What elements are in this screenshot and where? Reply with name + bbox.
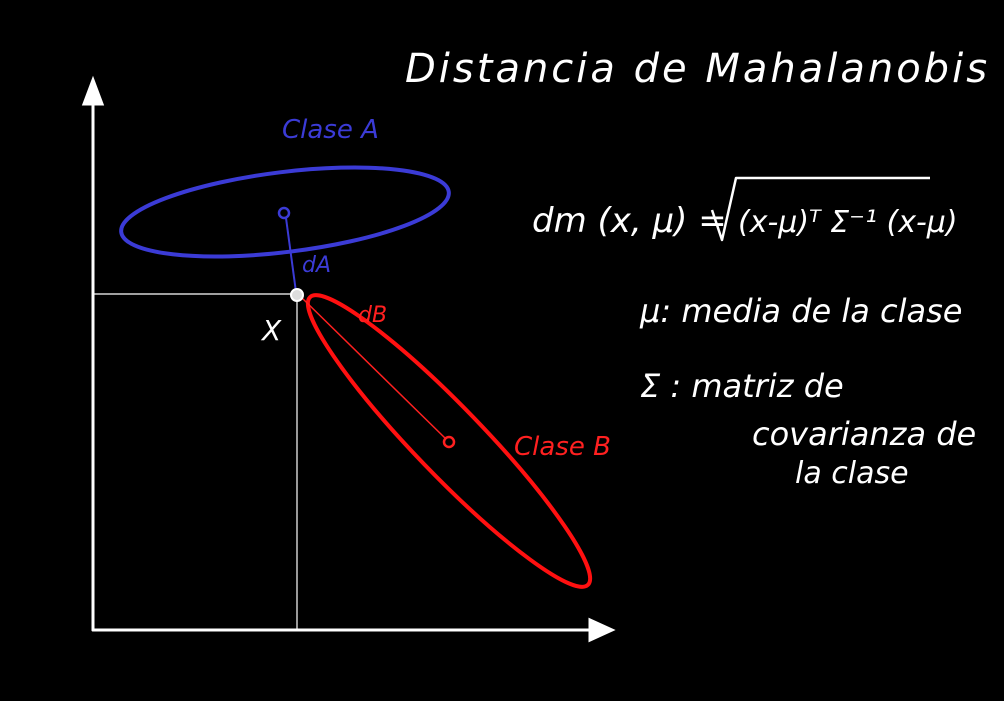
legend-sigma-3: la clase <box>795 456 909 491</box>
diagram-title: Distancia de Mahalanobis <box>405 46 990 92</box>
class-a-mean <box>277 206 291 220</box>
legend-sigma-1: Σ : matriz de <box>640 367 844 405</box>
point-x-label: X <box>260 314 282 347</box>
point-x <box>290 288 304 302</box>
distance-a-line <box>285 217 297 293</box>
projection-lines <box>93 293 298 630</box>
distance-a-label: dA <box>302 253 331 278</box>
distance-b-line <box>300 296 447 440</box>
class-b-label: Clase B <box>514 432 611 462</box>
class-b-ellipse <box>305 293 593 589</box>
formula: dm (x, μ) = (x-μ)ᵀ Σ⁻¹ (x-μ) <box>532 176 958 242</box>
class-a-label: Clase A <box>282 115 379 145</box>
sqrt-sign <box>710 176 930 242</box>
legend-mu: μ: media de la clase <box>639 292 962 330</box>
axes <box>81 75 616 643</box>
formula-rhs: (x-μ)ᵀ Σ⁻¹ (x-μ) <box>738 205 958 240</box>
legend-sigma-2: covarianza de <box>752 415 976 453</box>
x-axis-arrow <box>588 617 616 643</box>
class-a-ellipse <box>119 165 451 259</box>
y-axis-arrow <box>81 75 105 106</box>
formula-lhs: dm (x, μ) = <box>532 201 727 241</box>
class-b-mean <box>442 435 456 449</box>
distance-b-label: dB <box>358 303 387 328</box>
